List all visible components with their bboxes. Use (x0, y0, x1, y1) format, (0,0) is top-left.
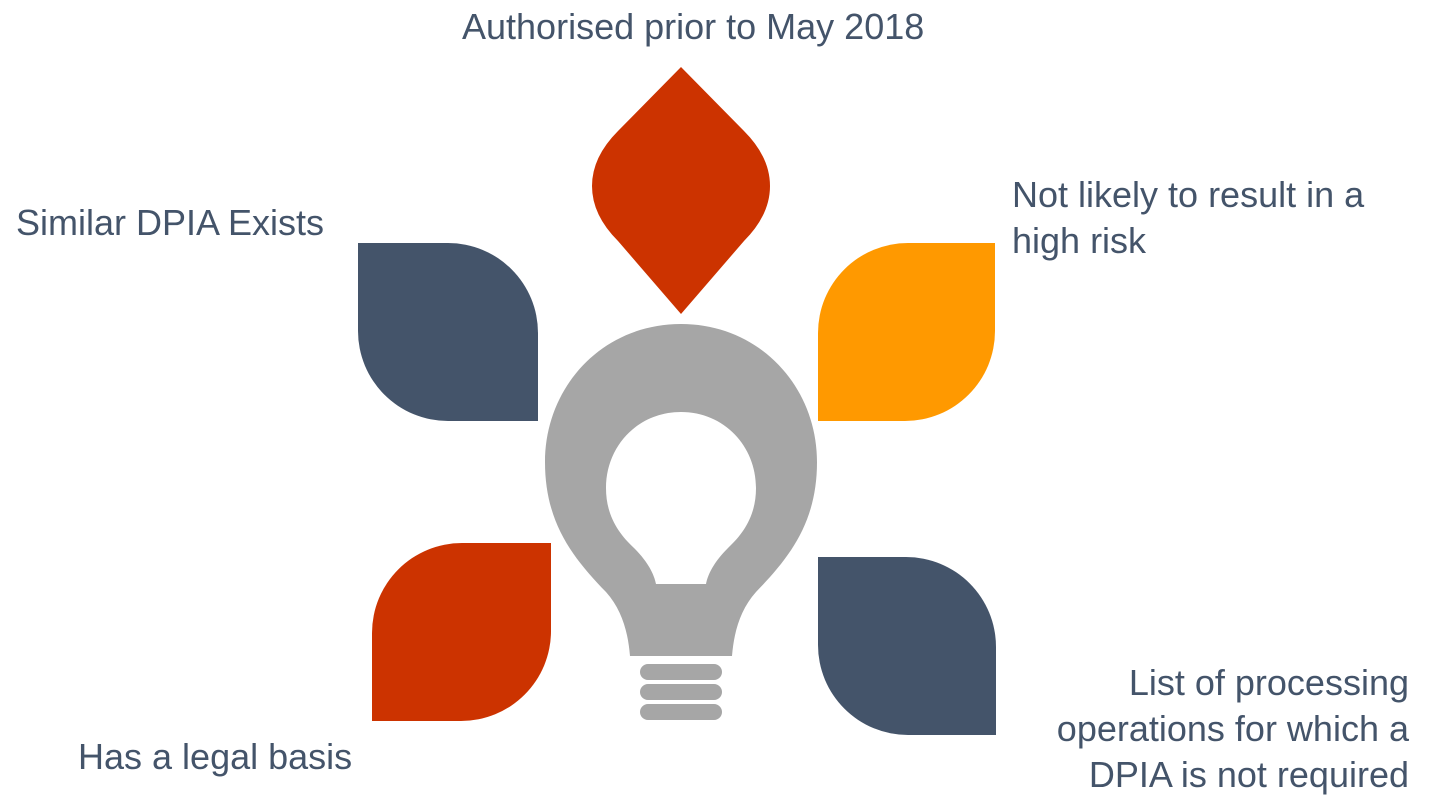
label-similar-dpia: Similar DPIA Exists (16, 202, 325, 243)
petal-bottom-right (818, 557, 996, 735)
petal-top-left (358, 243, 538, 421)
label-legal-basis: Has a legal basis (78, 736, 353, 777)
petal-top-right (818, 243, 995, 421)
label-line: operations for which a (1056, 708, 1409, 749)
lightbulb-icon (545, 324, 817, 720)
label-line: DPIA is not required (1088, 754, 1409, 795)
label-not-likely-high-risk: Not likely to result in a high risk (1012, 172, 1364, 264)
label-processing-operations-list: List of processing operations for which … (949, 660, 1409, 798)
label-line: high risk (1012, 220, 1147, 261)
label-line: Not likely to result in a (1012, 174, 1365, 215)
label-line: List of processing (1128, 662, 1409, 703)
label-authorised-prior: Authorised prior to May 2018 (462, 6, 925, 47)
petal-top (592, 67, 770, 314)
petal-bottom-left (372, 543, 551, 721)
